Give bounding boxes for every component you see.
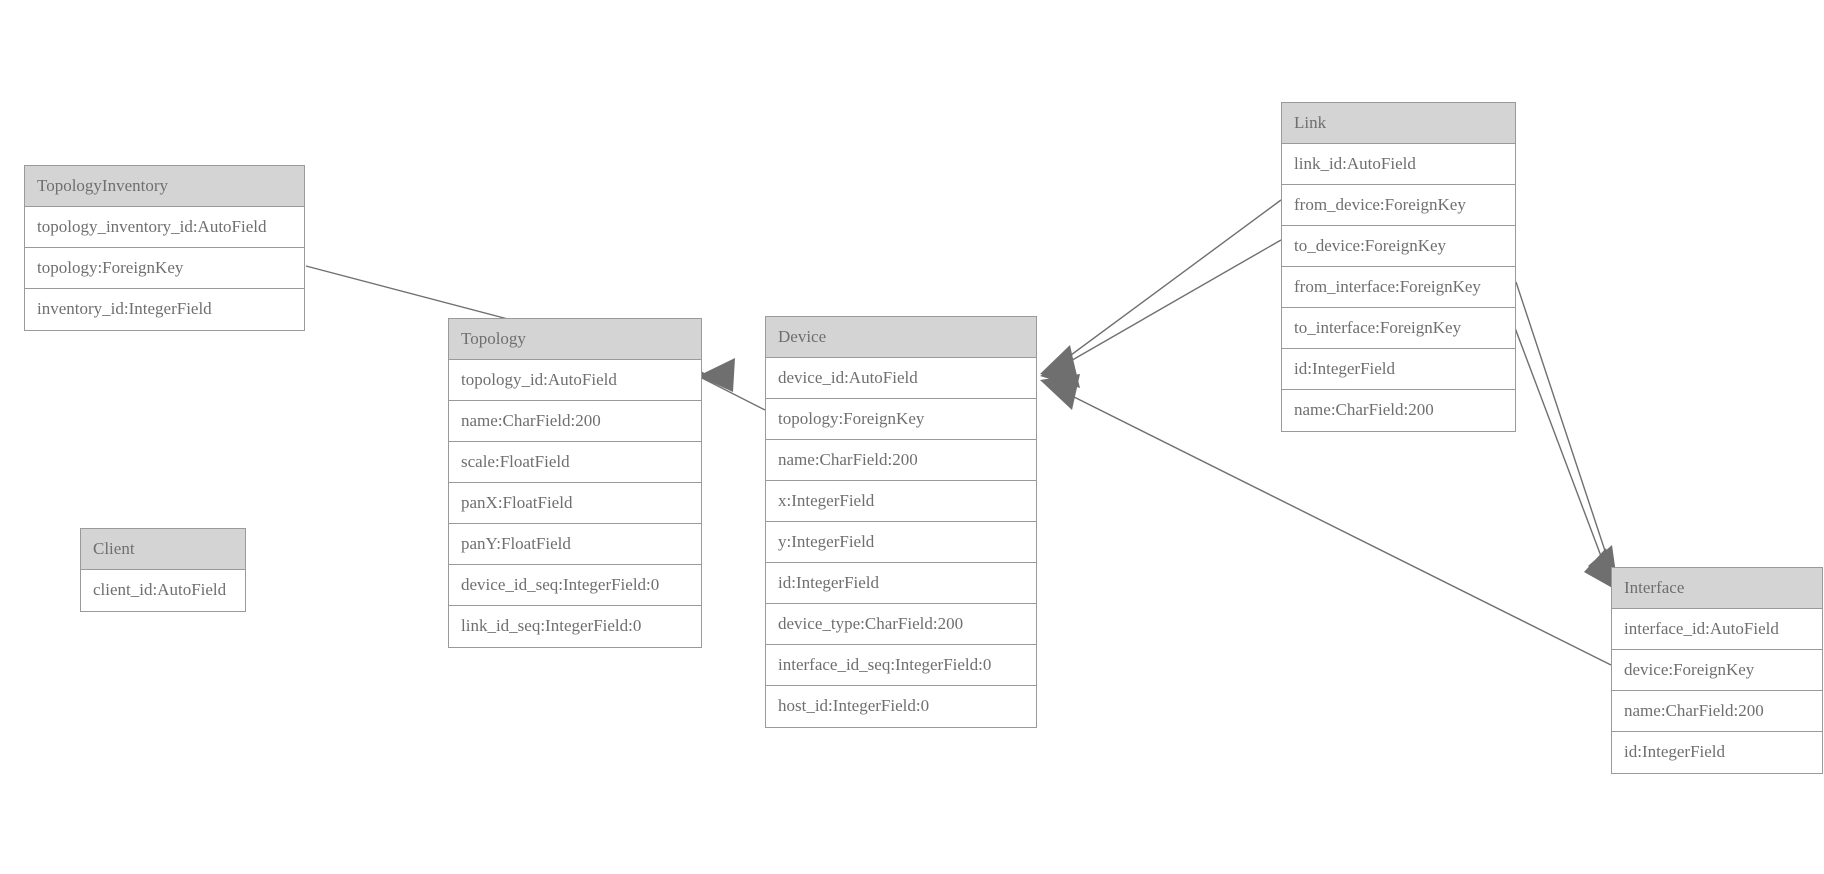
entity-field: id:IntegerField	[1282, 349, 1515, 390]
entity-field: name:CharField:200	[1612, 691, 1822, 732]
entity-field: to_interface:ForeignKey	[1282, 308, 1515, 349]
entity-field: y:IntegerField	[766, 522, 1036, 563]
entity-field: topology:ForeignKey	[25, 248, 304, 289]
entity-title-interface: Interface	[1612, 568, 1822, 609]
entity-field: device_id:AutoField	[766, 358, 1036, 399]
entity-field: id:IntegerField	[1612, 732, 1822, 773]
entity-title-topology_inventory: TopologyInventory	[25, 166, 304, 207]
entity-field: from_interface:ForeignKey	[1282, 267, 1515, 308]
edge-device-topology	[698, 358, 766, 411]
entity-field: scale:FloatField	[449, 442, 701, 483]
edge-link-from_device-device	[1040, 199, 1282, 382]
entity-field: topology:ForeignKey	[766, 399, 1036, 440]
entity-field: name:CharField:200	[1282, 390, 1515, 431]
entity-title-topology: Topology	[449, 319, 701, 360]
entity-field: host_id:IntegerField:0	[766, 686, 1036, 727]
entity-field: client_id:AutoField	[81, 570, 245, 611]
entity-field: to_device:ForeignKey	[1282, 226, 1515, 267]
entity-field: panY:FloatField	[449, 524, 701, 565]
entity-field: x:IntegerField	[766, 481, 1036, 522]
entity-field: device_id_seq:IntegerField:0	[449, 565, 701, 606]
entity-field: id:IntegerField	[766, 563, 1036, 604]
entity-field: link_id_seq:IntegerField:0	[449, 606, 701, 647]
edge-link-from_interface-interface	[1515, 281, 1618, 588]
entity-field: inventory_id:IntegerField	[25, 289, 304, 330]
entity-field: interface_id_seq:IntegerField:0	[766, 645, 1036, 686]
entity-field: name:CharField:200	[766, 440, 1036, 481]
entity-field: name:CharField:200	[449, 401, 701, 442]
entity-field: device:ForeignKey	[1612, 650, 1822, 691]
entity-field: from_device:ForeignKey	[1282, 185, 1515, 226]
entity-field: device_type:CharField:200	[766, 604, 1036, 645]
edge-link-to_device-device	[1040, 239, 1282, 388]
entity-title-client: Client	[81, 529, 245, 570]
entity-field: link_id:AutoField	[1282, 144, 1515, 185]
entity-field: topology_inventory_id:AutoField	[25, 207, 304, 248]
entity-title-link: Link	[1282, 103, 1515, 144]
edge-link-to_interface-interface	[1511, 319, 1616, 590]
entity-field: panX:FloatField	[449, 483, 701, 524]
entity-title-device: Device	[766, 317, 1036, 358]
entity-field: interface_id:AutoField	[1612, 609, 1822, 650]
entity-field: topology_id:AutoField	[449, 360, 701, 401]
